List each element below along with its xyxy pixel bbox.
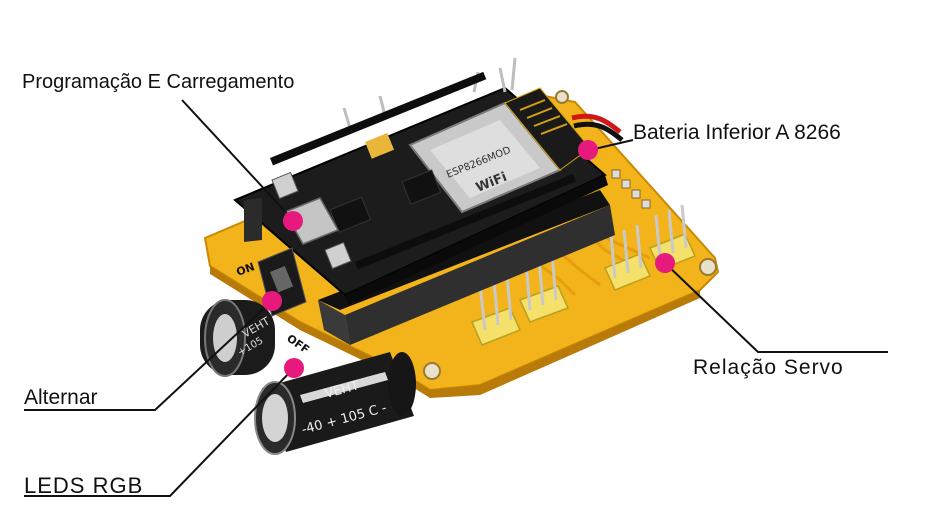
leader-leds (24, 368, 294, 497)
leader-programming (181, 99, 294, 221)
label-battery: Bateria Inferior A 8266 (633, 121, 841, 144)
on-marking: ON (235, 260, 257, 279)
marker-leds (284, 358, 304, 378)
leader-lines (24, 99, 888, 497)
leader-servo (665, 263, 888, 353)
marker-programming (283, 211, 303, 231)
capacitor-back: VEHT +105 (200, 299, 275, 377)
label-switch: Alternar (24, 386, 98, 409)
capacitor-front: VEHT -40 + 105 C - (254, 352, 416, 455)
marker-servo (655, 253, 675, 273)
label-programming: Programação E Carregamento (22, 71, 295, 93)
nodemcu-board: ESP8266MOD WiFi (233, 57, 615, 345)
mount-hole (699, 258, 717, 276)
mount-hole (423, 362, 441, 380)
battery-wire (571, 113, 624, 142)
label-servo: Relação Servo (693, 356, 844, 379)
marker-switch (262, 291, 282, 311)
markers (262, 140, 675, 378)
off-marking: OFF (284, 332, 311, 357)
mount-hole (555, 90, 569, 104)
leader-switch (24, 300, 273, 411)
label-leds: LEDS RGB (24, 473, 144, 498)
marker-battery (578, 140, 598, 160)
